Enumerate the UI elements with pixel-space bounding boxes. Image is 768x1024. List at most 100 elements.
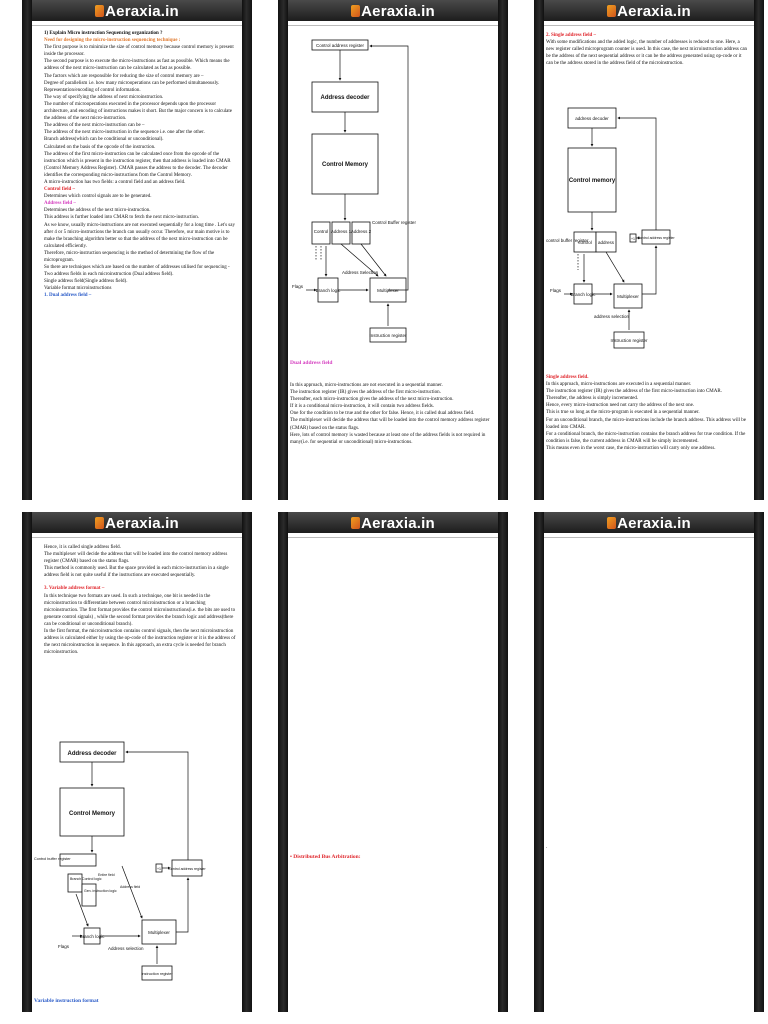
paragraph: The instruction register (IR) gives the …	[290, 390, 441, 396]
page-header: Aeraxia.in	[288, 0, 498, 21]
decoder-label: address decoder	[575, 116, 609, 121]
control-field-box	[311, 221, 331, 245]
brand-logo-icon	[95, 517, 105, 529]
branch-label: Branch logic	[316, 288, 342, 293]
paragraph: The multiplexer will decide the address …	[44, 552, 228, 565]
selection-label: Address Selection	[342, 270, 379, 275]
page-body: 2. Single address field – With some modi…	[544, 25, 754, 500]
page-body: Control address register Address decoder…	[288, 25, 498, 500]
page-header: Aeraxia.in	[544, 0, 754, 21]
page-1-text: 1) Explain Micro instruction Sequencing …	[44, 30, 236, 300]
address1-label: Address 1	[331, 229, 352, 234]
paragraph: Branch address(which can be conditional …	[44, 137, 164, 143]
address-label: address	[598, 240, 615, 245]
brand-logo-icon	[351, 517, 361, 529]
paragraph: The factors which are responsible for re…	[44, 73, 204, 79]
paragraph: Determines the address of the next micro…	[44, 208, 151, 214]
cmar-label: Control address register	[168, 867, 206, 871]
section-heading: 2. Single address field –	[546, 33, 597, 38]
brand-name: Aeraxia.in	[617, 515, 691, 532]
section-heading: Single address field.	[546, 375, 589, 380]
paragraph: Two address fields in each microinstruct…	[44, 272, 174, 278]
buffer-label: control buffer register	[546, 238, 589, 243]
instruction-register-box	[141, 965, 173, 981]
buffer-box	[59, 853, 97, 867]
paragraph: Therefore, micro-instruction sequencing …	[44, 250, 215, 263]
paragraph: This address is further loaded into CMAR…	[44, 215, 199, 221]
selection-label: Address selection	[108, 946, 144, 951]
memory-label: Control Memory	[322, 162, 369, 168]
branch-label: Branch logic	[571, 292, 597, 297]
page-body: 1) Explain Micro instruction Sequencing …	[32, 25, 242, 500]
cmar-label: Control address register	[316, 43, 365, 48]
paragraph: Thereafter, the address is simply increm…	[546, 396, 639, 402]
paragraph: 1) Explain Micro instruction Sequencing …	[44, 31, 163, 36]
paragraph: Variable format microinstructions	[44, 286, 112, 292]
control-memory-box	[567, 147, 617, 213]
paragraph: This means even in the worst case, the m…	[546, 445, 716, 451]
paragraph: So there are techniques which are based …	[44, 265, 230, 271]
branch-control-label: Branch Control logic	[70, 877, 102, 881]
flags-label: Flags	[550, 288, 562, 293]
paragraph: The number of microoperations executed i…	[44, 101, 232, 122]
brand-name: Aeraxia.in	[105, 3, 179, 20]
instruction-register-box	[613, 331, 645, 349]
section-heading: 3. Variable address format –	[44, 586, 105, 592]
document-page-6: Aeraxia.in .	[534, 512, 764, 1012]
paragraph: Determines which control signals are to …	[44, 194, 152, 200]
cmar-box	[171, 859, 203, 877]
paragraph: This is true so long as the micro-progra…	[546, 410, 700, 416]
section-heading: • Distributed Bus Arbitration:	[290, 854, 361, 860]
address2-label: Address 2	[351, 229, 372, 234]
paragraph: The way of specifying the address of nex…	[44, 94, 164, 100]
gen-logic-label: Gen. instruction logic	[84, 889, 117, 893]
paragraph: If it is a conditional micro-instruction…	[290, 404, 434, 410]
ir-label: Instruction register	[610, 338, 648, 343]
brand-name: Aeraxia.in	[361, 3, 435, 20]
buffer-label: Control buffer register	[34, 857, 71, 861]
paragraph: Hence, it is called single address field…	[44, 545, 121, 550]
paragraph: In this approach, micro-instructions are…	[546, 382, 692, 388]
page-2-text: In this approach, micro-instructions are…	[290, 382, 492, 446]
paragraph: In the first format, the microinstructio…	[44, 629, 236, 656]
page-3-intro: 2. Single address field – With some modi…	[546, 32, 748, 67]
cmar-label: Control address register	[637, 236, 675, 240]
paragraph: The address of the next micro-instructio…	[44, 123, 145, 129]
document-page-5: Aeraxia.in • Distributed Bus Arbitration…	[278, 512, 508, 1012]
page-header: Aeraxia.in	[544, 512, 754, 533]
paragraph: The address of the next micro-instructio…	[44, 130, 205, 136]
paragraph: Representation/encoding of control infor…	[44, 87, 141, 93]
paragraph: Address field –	[44, 201, 76, 207]
brand-name: Aeraxia.in	[617, 3, 691, 20]
ir-label: Instruction register	[141, 972, 173, 976]
branch-label: Branch logic	[80, 934, 106, 939]
document-page-2: Aeraxia.in	[278, 0, 508, 500]
page-4-text: Hence, it is called single address field…	[44, 544, 236, 656]
page-header: Aeraxia.in	[288, 512, 498, 533]
memory-label: Control Memory	[69, 811, 116, 817]
paragraph: For a conditional branch, the micro-inst…	[546, 431, 746, 444]
decoder-label: Address decoder	[67, 751, 117, 757]
control-label: Control	[314, 229, 329, 234]
paragraph: Calculated on the basis of the opcode of…	[44, 144, 156, 150]
multiplexer-box	[141, 919, 177, 945]
paragraph: The address of the first micro-instructi…	[44, 151, 231, 178]
page-body: Hence, it is called single address field…	[32, 537, 242, 1012]
paragraph: Control field –	[44, 187, 76, 193]
brand-logo-icon	[351, 5, 361, 17]
buffer-label: Control Buffer register	[372, 220, 416, 225]
brand-logo-icon	[607, 517, 617, 529]
paragraph: The multiplexer will decide the address …	[290, 418, 490, 431]
paragraph: Need for designing the micro-instruction…	[44, 38, 181, 44]
flags-label: Flags	[292, 284, 304, 289]
mux-label: Multiplexer	[148, 930, 170, 935]
page-header: Aeraxia.in	[32, 512, 242, 533]
paragraph: Degree of parallelism i.e. how many micr…	[44, 80, 220, 86]
page-3-body: Single address field. In this approach, …	[546, 374, 748, 452]
dual-address-diagram: Control address register Address decoder…	[292, 39, 416, 343]
single-address-diagram: address decoder Control memory control a…	[546, 107, 676, 349]
paragraph: The instruction register (IR) gives the …	[546, 389, 722, 395]
paragraph: Thereafter, each micro-instruction gives…	[290, 397, 454, 403]
branch-control-box	[67, 873, 83, 893]
paragraph: The first purpose is to minimize the siz…	[44, 45, 234, 58]
